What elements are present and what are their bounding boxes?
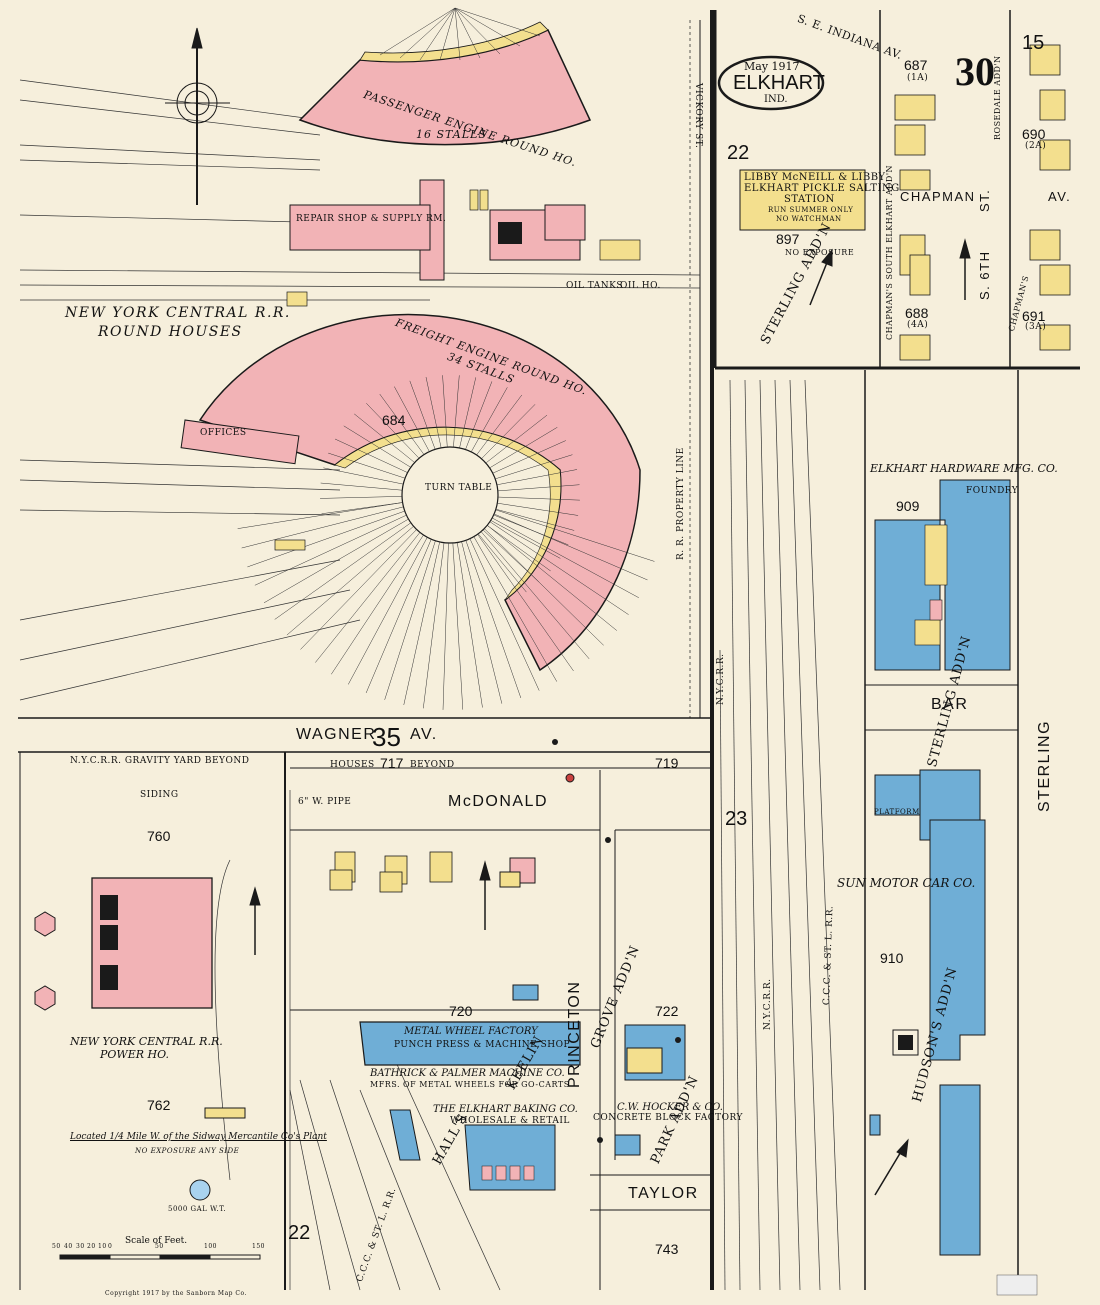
- map-state: IND.: [764, 94, 788, 105]
- block-743: 743: [655, 1241, 679, 1257]
- label-bathrick: BATHRICK & PALMER MACHINE CO.: [370, 1068, 565, 1079]
- street-wagner: WAGNER: [296, 726, 377, 743]
- street-chapman: CHAPMAN: [900, 189, 976, 204]
- label-libby-2: ELKHART PICKLE SALTING: [744, 183, 900, 194]
- street-st-suffix: ST.: [977, 188, 992, 212]
- label-no-exposure-any-side: NO EXPOSURE ANY SIDE: [135, 1147, 240, 1155]
- label-water-tower: 5000 GAL W.T.: [168, 1205, 227, 1213]
- block-684: 684: [382, 412, 406, 428]
- label-oil-tanks: OIL TANKS: [566, 281, 624, 291]
- map-city: ELKHART: [733, 72, 825, 94]
- scale-label: Scale of Feet.: [125, 1236, 188, 1246]
- street-chapman-suffix: AV.: [1048, 189, 1072, 204]
- block-691: 691: [1022, 308, 1046, 324]
- street-sterling: STERLING: [1036, 719, 1053, 812]
- scale-tick-30: 30: [76, 1243, 85, 1250]
- label-chapmans-s-elkhart: CHAPMAN'S SOUTH ELKHART ADD'N: [885, 164, 894, 340]
- sheet-ref-22-top: 22: [727, 142, 750, 164]
- label-metal-wheel: METAL WHEEL FACTORY: [404, 1026, 538, 1037]
- block-722: 722: [655, 1003, 679, 1019]
- scale-tick-0: 0: [108, 1243, 113, 1250]
- block-909: 909: [896, 498, 920, 514]
- label-gw-pipe: 6" W. PIPE: [298, 797, 352, 807]
- street-bar: BAR: [931, 696, 969, 713]
- label-libby-4: RUN SUMMER ONLY: [768, 206, 854, 214]
- label-platform: PLATFORM: [874, 808, 920, 816]
- label-elkhart-baking: THE ELKHART BAKING CO.: [433, 1104, 578, 1115]
- label-turn-table: TURN TABLE: [425, 483, 493, 493]
- label-oil-ho: OIL HO.: [620, 281, 661, 291]
- scale-tick-100: 100: [204, 1243, 217, 1250]
- block-760: 760: [147, 828, 171, 844]
- label-elkhart-iron: N.Y.C.R.R.: [716, 653, 726, 705]
- label-libby-3: STATION: [784, 194, 835, 205]
- sheet-number: 30: [955, 49, 995, 94]
- street-wagner-suffix: AV.: [410, 726, 438, 743]
- block-897: 897: [776, 231, 800, 247]
- label-nyc-power-2: POWER HO.: [100, 1048, 169, 1061]
- block-691-sub: (3A): [1025, 322, 1047, 332]
- block-690-sub: (2A): [1025, 141, 1047, 151]
- block-717: 717: [380, 755, 404, 771]
- label-elkhart-hardware: ELKHART HARDWARE MFG. CO.: [870, 462, 1058, 475]
- scale-tick-40: 40: [64, 1243, 73, 1250]
- block-690: 690: [1022, 126, 1046, 142]
- label-hocker: C.W. HOCKER & CO.: [617, 1102, 723, 1113]
- scale-tick-50-left: 50: [52, 1243, 61, 1250]
- block-688-sub: (4A): [907, 320, 929, 330]
- scale-tick-20: 20: [87, 1243, 96, 1250]
- label-wholesale: WHOLESALE & RETAIL: [450, 1116, 570, 1126]
- block-719: 719: [655, 755, 679, 771]
- label-libby-5: NO WATCHMAN: [776, 215, 842, 223]
- label-repair-shop: REPAIR SHOP & SUPPLY RM.: [296, 214, 447, 224]
- label-foundry: FOUNDRY: [966, 486, 1019, 496]
- street-taylor: TAYLOR: [628, 1185, 699, 1202]
- block-688: 688: [905, 305, 929, 321]
- label-bathrick-2: MFRS. OF METAL WHEELS FOR GO-CARTS: [370, 1080, 570, 1089]
- label-nycrr: N.Y.C.R.R.: [763, 978, 773, 1030]
- label-hocker-2: CONCRETE BLOCK FACTORY: [593, 1113, 743, 1123]
- street-s-6th: S. 6TH: [977, 250, 992, 300]
- copyright: Copyright 1917 by the Sanborn Map Co.: [105, 1290, 247, 1297]
- scale-tick-150: 150: [252, 1243, 265, 1250]
- map-date: May 1917: [744, 60, 800, 73]
- block-687-sub: (1A): [907, 73, 929, 83]
- label-nyc-roundhouses-1: NEW YORK CENTRAL R.R.: [65, 305, 291, 321]
- scale-tick-50: 50: [155, 1243, 164, 1250]
- label-no-exposure: NO EXPOSURE: [785, 248, 855, 257]
- block-687: 687: [904, 57, 928, 73]
- label-sun-motor: SUN MOTOR CAR CO.: [837, 876, 976, 890]
- street-mcdonald: McDONALD: [448, 793, 549, 810]
- label-offices: OFFICES: [200, 428, 247, 438]
- street-princeton: PRINCETON: [566, 980, 583, 1088]
- label-beyond: BEYOND: [410, 760, 455, 770]
- wagner-sheet-ref: 35: [372, 722, 401, 752]
- label-houses: HOUSES: [330, 760, 375, 770]
- sheet-ref-22-bottom: 22: [288, 1222, 311, 1244]
- label-punch-press: PUNCH PRESS & MACHINE SHOP: [394, 1040, 571, 1050]
- label-rr-property: R. R. PROPERTY LINE: [676, 447, 686, 560]
- compass-rose-icon: [165, 27, 230, 205]
- label-libby-1: LIBBY McNEILL & LIBBY: [744, 172, 886, 183]
- label-rosedale: ROSEDALE ADD'N: [993, 55, 1002, 140]
- scale-tick-10: 10: [98, 1243, 107, 1250]
- street-vickory: VICKORY ST.: [693, 83, 703, 149]
- label-nyc-roundhouses-2: ROUND HOUSES: [98, 324, 243, 340]
- label-located-note: Located 1/4 Mile W. of the Sidway Mercan…: [70, 1132, 327, 1142]
- adjoining-sheet: 15: [1022, 32, 1045, 54]
- label-nyc-power-1: NEW YORK CENTRAL R.R.: [70, 1035, 223, 1048]
- label-passenger-stalls: 16 STALLS: [416, 128, 487, 141]
- sheet-ref-23: 23: [725, 808, 748, 830]
- block-720: 720: [449, 1003, 473, 1019]
- label-siding: SIDING: [140, 790, 179, 800]
- block-910: 910: [880, 950, 904, 966]
- block-762: 762: [147, 1097, 171, 1113]
- label-gravity-yard: N.Y.C.R.R. GRAVITY YARD BEYOND: [70, 756, 250, 766]
